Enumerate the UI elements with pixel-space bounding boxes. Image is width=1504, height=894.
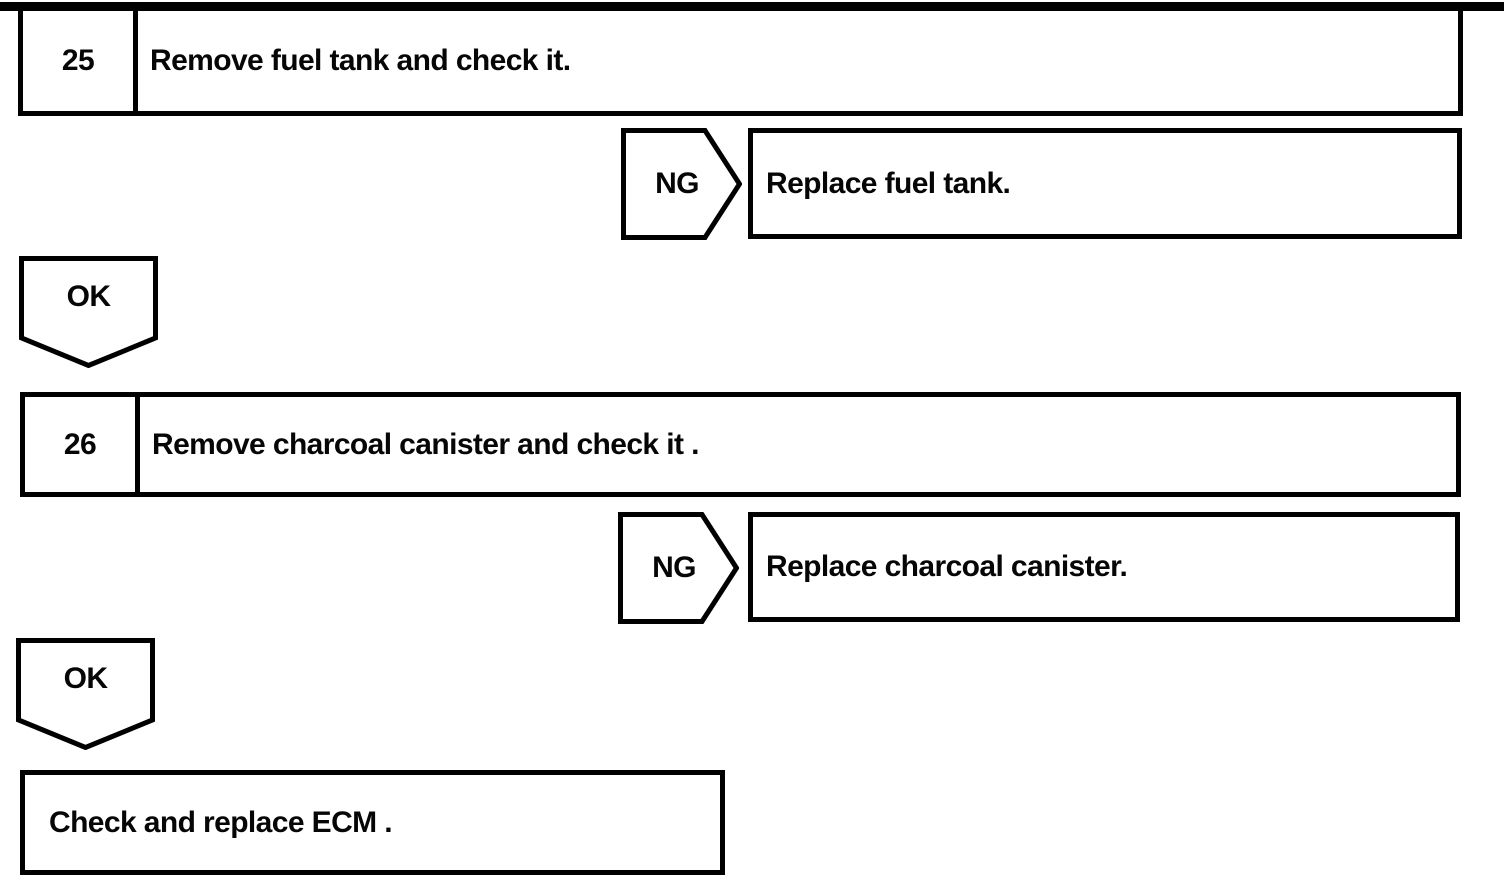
final-action-box: Check and replace ECM . bbox=[20, 770, 725, 875]
ok-arrow-shape bbox=[16, 638, 155, 750]
ng-action-text: Replace fuel tank. bbox=[766, 166, 1011, 200]
top-rule bbox=[0, 2, 1504, 11]
ng-action-box-1: Replace fuel tank. bbox=[748, 128, 1462, 239]
ok-label: OK bbox=[63, 662, 108, 695]
final-action-text: Check and replace ECM . bbox=[49, 805, 393, 839]
step-number: 26 bbox=[63, 427, 97, 461]
ok-connector-2: OK bbox=[16, 638, 155, 750]
ng-arrow-shape bbox=[621, 128, 742, 240]
ok-label: OK bbox=[66, 280, 111, 313]
ng-arrow-shape bbox=[618, 512, 739, 624]
step-26-instruction-cell: Remove charcoal canister and check it . bbox=[140, 397, 1456, 492]
step-26-box: 26 Remove charcoal canister and check it… bbox=[20, 392, 1461, 497]
ng-connector-2: NG bbox=[618, 512, 739, 624]
ok-arrow-shape bbox=[19, 256, 158, 368]
step-number: 25 bbox=[61, 44, 95, 77]
step-25-instruction-cell: Remove fuel tank and check it. bbox=[138, 11, 1458, 111]
ng-connector-1: NG bbox=[621, 128, 742, 240]
step-25-number-cell: 25 bbox=[23, 11, 138, 111]
step-instruction: Remove charcoal canister and check it . bbox=[152, 427, 699, 461]
ok-connector-1: OK bbox=[19, 256, 158, 368]
step-instruction: Remove fuel tank and check it. bbox=[150, 44, 571, 77]
step-25-box: 25 Remove fuel tank and check it. bbox=[18, 11, 1463, 116]
ng-label: NG bbox=[655, 167, 699, 200]
ng-label: NG bbox=[652, 551, 696, 584]
step-26-number-cell: 26 bbox=[25, 397, 140, 492]
ng-action-text: Replace charcoal canister. bbox=[766, 550, 1128, 583]
ng-action-box-2: Replace charcoal canister. bbox=[748, 512, 1460, 622]
